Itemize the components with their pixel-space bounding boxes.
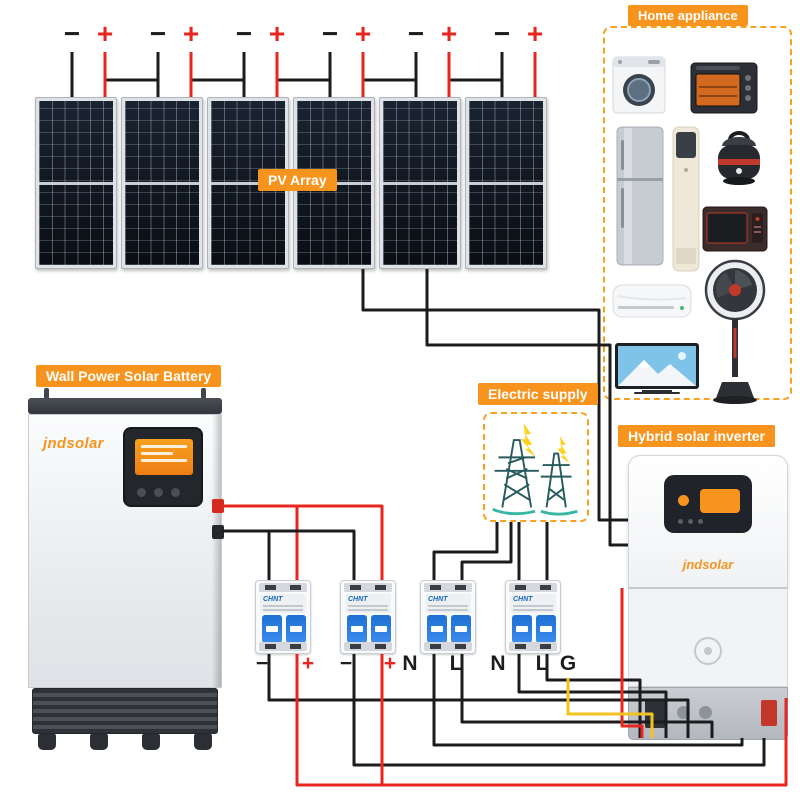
dc-breaker-pv: CHNT <box>340 580 396 654</box>
pv-terminal-negative: − <box>321 18 339 49</box>
refrigerator-icon <box>616 126 664 266</box>
solar-panel-cells <box>125 101 199 265</box>
rice-cooker-icon <box>712 130 766 188</box>
battery-display <box>123 427 203 507</box>
pv-terminal-negative: − <box>63 18 81 49</box>
inverter-screen <box>700 489 740 513</box>
terminal-label-negative: − <box>255 652 269 675</box>
microwave-icon <box>702 206 768 252</box>
pv-terminal-positive: + <box>268 18 286 49</box>
terminal-label-ground: G <box>559 652 577 675</box>
pv-terminal-positive: + <box>96 18 114 49</box>
terminal-label-negative: − <box>339 652 353 675</box>
pv-terminal-positive: + <box>182 18 200 49</box>
breaker-terminals <box>344 642 392 651</box>
solar-panel <box>465 97 547 269</box>
battery-post <box>44 388 49 402</box>
inverter-emblem <box>694 637 722 665</box>
breaker-terminals <box>509 583 557 592</box>
pv-terminal-positive: + <box>526 18 544 49</box>
hybrid-inverter-unit: jndsolar <box>628 455 788 740</box>
floor-air-conditioner-icon <box>672 126 700 272</box>
breaker-switch <box>425 615 473 643</box>
breaker-label: CHNT <box>345 594 391 613</box>
solar-panel-cells <box>39 101 113 265</box>
inverter-brand-logo: jndsolar <box>682 557 734 572</box>
breaker-label: CHNT <box>425 594 471 613</box>
battery-negative-wires <box>222 529 356 580</box>
oven-icon <box>690 62 758 114</box>
terminal-label-live: L <box>449 652 463 675</box>
ac-breaker-grid: CHNT <box>505 580 561 654</box>
wall-air-conditioner-icon <box>612 284 692 318</box>
electric-supply-label: Electric supply <box>478 383 598 405</box>
breaker-terminals <box>259 583 307 592</box>
terminal-label-live: L <box>535 652 549 675</box>
battery-brand-logo: jndsolar <box>43 435 104 452</box>
pv-terminal-negative: − <box>493 18 511 49</box>
inverter-display-buttons <box>678 519 703 524</box>
washing-machine-icon <box>612 56 666 114</box>
battery-top-cap <box>28 398 222 414</box>
breaker-terminals <box>509 642 557 651</box>
breaker-terminals <box>424 642 472 651</box>
pv-array-label: PV Array <box>258 169 337 191</box>
pv-negative-stubs <box>70 52 504 97</box>
breaker-switch <box>260 615 308 643</box>
battery-vent <box>32 688 218 734</box>
pv-terminal-positive: + <box>354 18 372 49</box>
inverter-display <box>664 475 752 533</box>
breaker-switch <box>345 615 393 643</box>
solar-panel <box>121 97 203 269</box>
breaker-switch <box>510 615 558 643</box>
breaker-brand: CHNT <box>348 596 368 603</box>
breaker-brand: CHNT <box>263 596 283 603</box>
battery-positive-port <box>212 499 224 513</box>
solar-battery-unit: jndsolar <box>28 388 224 750</box>
terminal-label-positive: + <box>301 652 315 675</box>
battery-post <box>201 388 206 402</box>
solar-panel-cells <box>383 101 457 265</box>
battery-screen <box>135 439 193 475</box>
breaker-brand: CHNT <box>513 596 533 603</box>
solar-panel <box>35 97 117 269</box>
inverter-label: Hybrid solar inverter <box>618 425 775 447</box>
dc-breaker-battery: CHNT <box>255 580 311 654</box>
inverter-dc-port <box>645 700 665 728</box>
pv-terminal-positive: + <box>440 18 458 49</box>
inverter-ac-port <box>677 706 690 719</box>
breaker-terminals <box>344 583 392 592</box>
battery-feet <box>38 734 212 750</box>
battery-positive-wires <box>222 504 384 580</box>
terminal-label-neutral: N <box>402 652 418 675</box>
inverter-status-led <box>678 495 689 506</box>
inverter-battery-port <box>761 700 777 726</box>
home-appliance-label: Home appliance <box>628 5 748 26</box>
breaker-terminals <box>424 583 472 592</box>
solar-panel-cells <box>469 101 543 265</box>
television-icon <box>614 342 700 396</box>
battery-label: Wall Power Solar Battery <box>36 365 222 387</box>
pv-terminal-negative: − <box>149 18 167 49</box>
ac-breaker-load: CHNT <box>420 580 476 654</box>
transmission-towers-icon <box>492 422 578 516</box>
breaker-terminals <box>259 642 307 651</box>
terminal-label-positive: + <box>383 652 397 675</box>
terminal-label-neutral: N <box>490 652 506 675</box>
pedestal-fan-icon <box>704 258 766 406</box>
battery-negative-port <box>212 525 224 539</box>
breaker-label: CHNT <box>260 594 306 613</box>
pv-positive-stubs <box>103 52 537 97</box>
pv-terminal-negative: − <box>407 18 425 49</box>
battery-body: jndsolar <box>28 414 224 688</box>
inverter-ac-port <box>699 706 712 719</box>
inverter-port-section <box>628 687 788 740</box>
breaker-brand: CHNT <box>428 596 448 603</box>
electric-supply-box <box>483 412 589 522</box>
pv-terminal-negative: − <box>235 18 253 49</box>
breaker-label: CHNT <box>510 594 556 613</box>
battery-buttons <box>137 488 180 497</box>
grid-supply-wires <box>432 522 549 580</box>
solar-panel <box>379 97 461 269</box>
